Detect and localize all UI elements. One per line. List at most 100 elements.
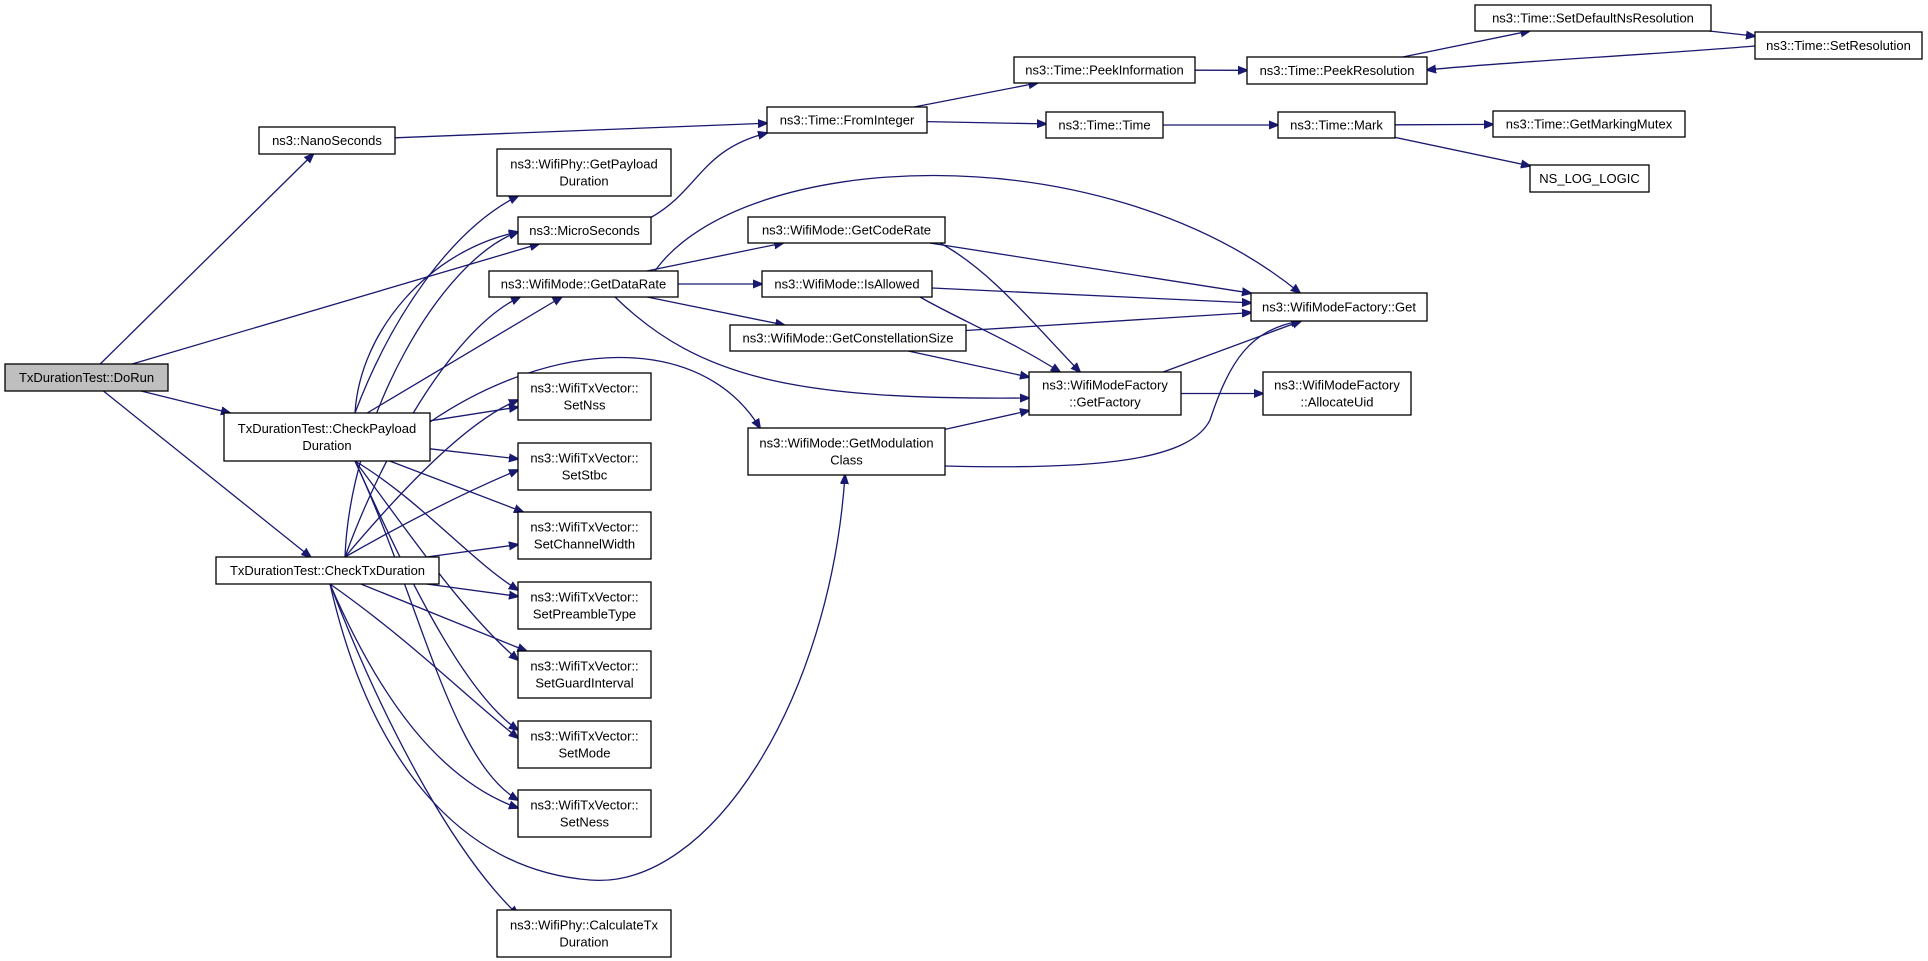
node-nslog[interactable]: NS_LOG_LOGIC: [1529, 164, 1650, 193]
node-box-setres[interactable]: [1754, 31, 1923, 60]
edge-isallowed-to-getfactory: [919, 296, 1060, 372]
edge-peekres-to-setdefault: [1402, 31, 1530, 58]
node-label-peekres-0: ns3::Time::PeekResolution: [1260, 63, 1415, 78]
node-box-getcoderate[interactable]: [747, 216, 946, 244]
edge-getmod-to-factoryget: [944, 321, 1300, 468]
edge-dorun-to-microseconds: [132, 244, 539, 365]
node-peekinfo[interactable]: ns3::Time::PeekInformation: [1013, 56, 1196, 84]
edge-mark-to-nslog: [1394, 136, 1530, 166]
node-box-fromint[interactable]: [766, 106, 928, 134]
edge-isallowed-to-factoryget: [931, 287, 1251, 303]
node-label-getdatarate-0: ns3::WifiMode::GetDataRate: [501, 277, 666, 292]
node-label-getfactory-1: ::GetFactory: [1069, 395, 1141, 410]
edge-checktx-to-setchannelwidth: [426, 545, 518, 558]
node-box-setnss[interactable]: [517, 372, 652, 421]
node-getcoderate[interactable]: ns3::WifiMode::GetCodeRate: [747, 216, 946, 244]
node-setchannelwidth[interactable]: ns3::WifiTxVector::SetChannelWidth: [517, 511, 652, 560]
node-box-allocuid[interactable]: [1262, 371, 1412, 416]
node-getdatarate[interactable]: ns3::WifiMode::GetDataRate: [488, 270, 679, 298]
node-setres[interactable]: ns3::Time::SetResolution: [1754, 31, 1923, 60]
node-getconst[interactable]: ns3::WifiMode::GetConstellationSize: [729, 324, 967, 352]
node-label-setmode-0: ns3::WifiTxVector::: [530, 729, 638, 744]
node-label-mutex-0: ns3::Time::GetMarkingMutex: [1506, 117, 1673, 132]
node-box-getpayload[interactable]: [496, 148, 672, 197]
edge-dorun-to-nanoseconds: [99, 154, 313, 365]
edge-checktx-to-setness: [329, 583, 518, 808]
node-setdefault[interactable]: ns3::Time::SetDefaultNsResolution: [1474, 4, 1712, 32]
node-setpreambletype[interactable]: ns3::WifiTxVector::SetPreambleType: [517, 581, 652, 630]
node-mutex[interactable]: ns3::Time::GetMarkingMutex: [1492, 110, 1686, 138]
node-checktx[interactable]: TxDurationTest::CheckTxDuration: [215, 556, 440, 585]
node-allocuid[interactable]: ns3::WifiModeFactory::AllocateUid: [1262, 371, 1412, 416]
node-microseconds[interactable]: ns3::MicroSeconds: [517, 216, 652, 245]
edge-checkpayload-to-setpreambletype: [354, 460, 518, 590]
node-setguardinterval[interactable]: ns3::WifiTxVector::SetGuardInterval: [517, 650, 652, 699]
node-box-setguardinterval[interactable]: [517, 650, 652, 699]
node-box-mutex[interactable]: [1492, 110, 1686, 138]
node-label-getpayload-1: Duration: [559, 174, 608, 189]
node-getfactory[interactable]: ns3::WifiModeFactory::GetFactory: [1028, 371, 1182, 416]
node-label-nanoseconds-0: ns3::NanoSeconds: [272, 133, 382, 148]
node-box-setstbc[interactable]: [517, 442, 652, 491]
edge-checkpayload-to-setness: [354, 460, 518, 800]
node-box-nanoseconds[interactable]: [258, 126, 396, 155]
edge-checktx-to-setnss: [344, 400, 518, 558]
node-isallowed[interactable]: ns3::WifiMode::IsAllowed: [761, 270, 933, 298]
node-label-microseconds-0: ns3::MicroSeconds: [529, 223, 640, 238]
node-label-getmod-0: ns3::WifiMode::GetModulation: [759, 436, 933, 451]
edge-checktx-to-getdatarate: [344, 297, 520, 558]
edge-fromint-to-peekinfo: [913, 83, 1038, 108]
node-box-dorun[interactable]: [4, 363, 169, 392]
node-setness[interactable]: ns3::WifiTxVector::SetNess: [517, 789, 652, 838]
node-fromint[interactable]: ns3::Time::FromInteger: [766, 106, 928, 134]
edge-checktx-to-setpreambletype: [426, 583, 518, 596]
node-box-calculatetx[interactable]: [496, 909, 672, 958]
node-box-factoryget[interactable]: [1250, 292, 1428, 322]
node-box-getmod[interactable]: [747, 427, 946, 476]
node-box-setmode[interactable]: [517, 720, 652, 769]
node-setmode[interactable]: ns3::WifiTxVector::SetMode: [517, 720, 652, 769]
node-label-setstbc-0: ns3::WifiTxVector::: [530, 451, 638, 466]
node-box-peekres[interactable]: [1246, 56, 1428, 85]
node-box-setness[interactable]: [517, 789, 652, 838]
edge-getdatarate-to-getfactory: [614, 296, 1029, 398]
node-box-timetime[interactable]: [1045, 111, 1164, 139]
edge-checktx-to-setmode: [329, 583, 518, 738]
node-box-isallowed[interactable]: [761, 270, 933, 298]
node-box-getconst[interactable]: [729, 324, 967, 352]
node-box-setdefault[interactable]: [1474, 4, 1712, 32]
node-timetime[interactable]: ns3::Time::Time: [1045, 111, 1164, 139]
node-nanoseconds[interactable]: ns3::NanoSeconds: [258, 126, 396, 155]
edge-microseconds-to-fromint: [649, 133, 767, 219]
node-box-setpreambletype[interactable]: [517, 581, 652, 630]
edge-fromint-to-timetime: [926, 122, 1046, 124]
node-box-checkpayload[interactable]: [223, 412, 431, 462]
node-box-setchannelwidth[interactable]: [517, 511, 652, 560]
node-box-checktx[interactable]: [215, 556, 440, 585]
edge-setdefault-to-setres: [1709, 31, 1755, 36]
node-box-microseconds[interactable]: [517, 216, 652, 245]
node-box-mark[interactable]: [1277, 111, 1396, 139]
node-setnss[interactable]: ns3::WifiTxVector::SetNss: [517, 372, 652, 421]
node-label-checkpayload-1: Duration: [302, 438, 351, 453]
node-box-peekinfo[interactable]: [1013, 56, 1196, 84]
node-box-nslog[interactable]: [1529, 164, 1650, 193]
node-box-getdatarate[interactable]: [488, 270, 679, 298]
node-dorun[interactable]: TxDurationTest::DoRun: [4, 363, 169, 392]
node-label-timetime-0: ns3::Time::Time: [1058, 118, 1150, 133]
node-factoryget[interactable]: ns3::WifiModeFactory::Get: [1250, 292, 1428, 322]
node-setstbc[interactable]: ns3::WifiTxVector::SetStbc: [517, 442, 652, 491]
node-label-setmode-1: SetMode: [558, 746, 610, 761]
node-peekres[interactable]: ns3::Time::PeekResolution: [1246, 56, 1428, 85]
node-box-getfactory[interactable]: [1028, 371, 1182, 416]
edge-checktx-to-microseconds: [344, 232, 518, 558]
node-mark[interactable]: ns3::Time::Mark: [1277, 111, 1396, 139]
node-label-setness-0: ns3::WifiTxVector::: [530, 798, 638, 813]
edge-getconst-to-factoryget: [965, 313, 1251, 332]
node-label-setres-0: ns3::Time::SetResolution: [1766, 38, 1911, 53]
node-label-getpayload-0: ns3::WifiPhy::GetPayload: [510, 157, 657, 172]
